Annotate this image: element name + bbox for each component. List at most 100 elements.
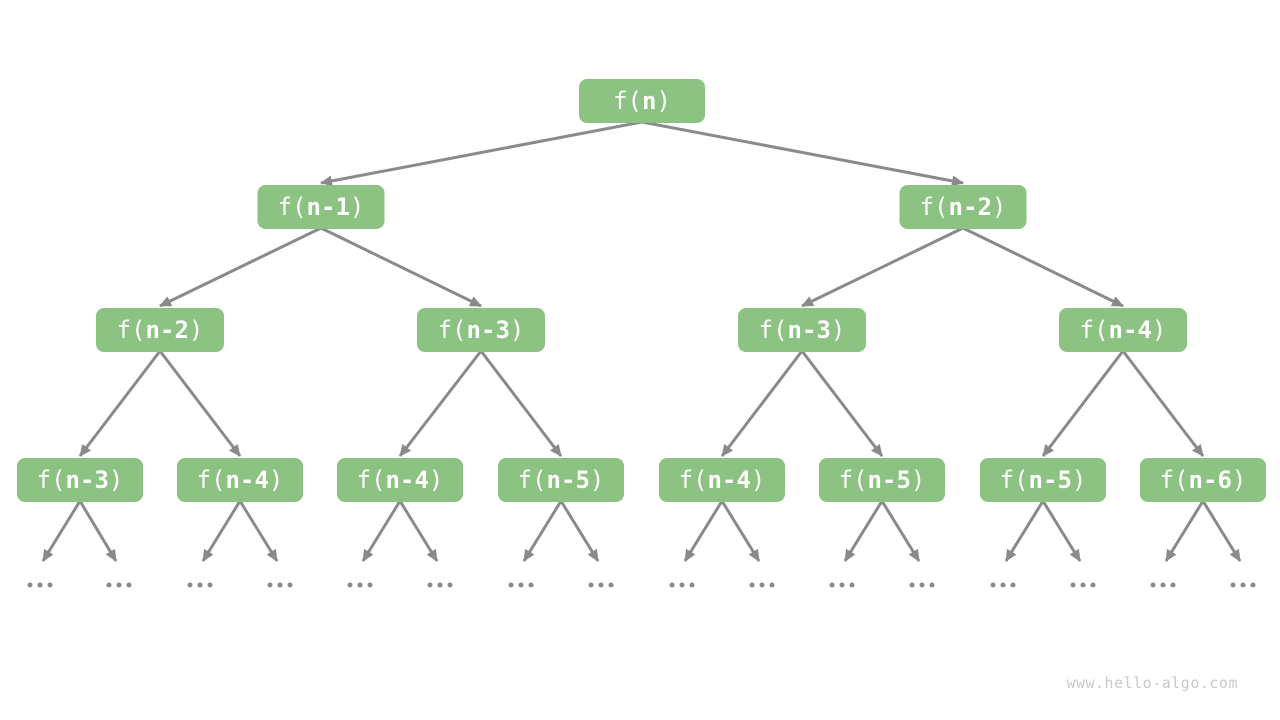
- node-label-prefix: f(: [196, 466, 226, 494]
- tree-edge-n0-n1: [320, 120, 643, 187]
- node-label-suffix: ): [108, 466, 124, 494]
- tree-node-n9: f(n-4): [337, 458, 463, 502]
- node-label-suffix: ): [1071, 466, 1087, 494]
- ellipsis-dot: [347, 582, 353, 588]
- ellipsis-leaf-l5: [427, 582, 453, 588]
- node-label-suffix: ): [830, 316, 846, 344]
- tree-edge-n12-l10: [843, 500, 884, 562]
- ellipsis-dot: [669, 582, 675, 588]
- node-label-arg: n-4: [1108, 316, 1152, 344]
- node-label-arg: n-4: [707, 466, 751, 494]
- ellipsis-dot: [829, 582, 835, 588]
- tree-node-n10: f(n-5): [498, 458, 624, 502]
- tree-edge-n12-l11: [880, 500, 921, 562]
- tree-edge-n4-n10: [479, 350, 563, 457]
- node-label-prefix: f(: [517, 466, 547, 494]
- ellipsis-dot: [447, 582, 453, 588]
- ellipsis-dot: [116, 582, 122, 588]
- ellipsis-dot: [1010, 582, 1016, 588]
- tree-edge-n2-n6: [962, 226, 1124, 308]
- tree-edge-n6-n13: [1041, 350, 1125, 457]
- ellipsis-dot: [689, 582, 695, 588]
- node-label-arg: n-1: [306, 193, 350, 221]
- ellipsis-dot: [267, 582, 273, 588]
- ellipsis-dot: [1240, 582, 1246, 588]
- ellipsis-leaf-l3: [267, 582, 293, 588]
- tree-node-n0: f(n): [579, 79, 705, 123]
- ellipsis-leaf-l2: [187, 582, 213, 588]
- node-label-arg: n-3: [787, 316, 831, 344]
- ellipsis-leaf-l4: [347, 582, 373, 588]
- ellipsis-leaf-l1: [106, 582, 132, 588]
- ellipsis-dot: [528, 582, 534, 588]
- ellipsis-leaf-l13: [1070, 582, 1096, 588]
- tree-edge-n11-l9: [720, 500, 761, 562]
- tree-edge-n8-l3: [238, 500, 279, 562]
- ellipsis-leaf-l12: [990, 582, 1016, 588]
- tree-edge-n13-l13: [1041, 500, 1082, 562]
- tree-edge-n0-n2: [641, 120, 964, 187]
- node-label-arg: n-6: [1188, 466, 1232, 494]
- node-label-prefix: f(: [613, 87, 642, 115]
- tree-node-n1: f(n-1): [257, 185, 385, 229]
- tree-node-n14: f(n-6): [1140, 458, 1266, 502]
- ellipsis-dot: [518, 582, 524, 588]
- tree-node-n5: f(n-3): [738, 308, 866, 352]
- node-label-prefix: f(: [999, 466, 1029, 494]
- ellipsis-dot: [1080, 582, 1086, 588]
- ellipsis-dot: [849, 582, 855, 588]
- tree-edge-n9-l4: [361, 500, 402, 562]
- ellipsis-dot: [126, 582, 132, 588]
- ellipsis-dot: [357, 582, 363, 588]
- node-label-suffix: ): [428, 466, 444, 494]
- ellipsis-dot: [106, 582, 112, 588]
- ellipsis-dot: [508, 582, 514, 588]
- tree-node-n8: f(n-4): [177, 458, 303, 502]
- ellipsis-dot: [437, 582, 443, 588]
- tree-edge-n6-n14: [1121, 350, 1205, 457]
- ellipsis-dot: [1160, 582, 1166, 588]
- node-label-arg: n-3: [65, 466, 109, 494]
- tree-node-n7: f(n-3): [17, 458, 143, 502]
- tree-edge-n14-l14: [1164, 500, 1205, 562]
- node-label-prefix: f(: [838, 466, 868, 494]
- tree-edge-n13-l12: [1004, 500, 1045, 562]
- tree-edge-n1-n4: [320, 226, 482, 308]
- ellipsis-dot: [1070, 582, 1076, 588]
- node-label-suffix: ): [910, 466, 926, 494]
- tree-node-n4: f(n-3): [417, 308, 545, 352]
- tree-edge-n5-n12: [800, 350, 884, 457]
- node-label-suffix: ): [188, 316, 204, 344]
- tree-edge-n7-l1: [78, 500, 118, 562]
- tree-edge-n7-l0: [41, 500, 82, 562]
- node-label-suffix: ): [349, 193, 365, 221]
- node-label-arg: n-3: [466, 316, 510, 344]
- node-label-prefix: f(: [116, 316, 146, 344]
- tree-edge-n8-l2: [201, 500, 242, 562]
- ellipsis-dot: [277, 582, 283, 588]
- tree-edge-n10-l6: [522, 500, 563, 562]
- tree-edge-n5-n11: [720, 350, 804, 457]
- ellipsis-dot: [588, 582, 594, 588]
- node-label-suffix: ): [589, 466, 605, 494]
- tree-edge-n1-n3: [159, 226, 322, 308]
- node-label-arg: n-2: [948, 193, 992, 221]
- node-label-arg: n-2: [145, 316, 189, 344]
- tree-edge-n9-l5: [398, 500, 439, 562]
- node-label-prefix: f(: [1079, 316, 1109, 344]
- ellipsis-leaf-l11: [909, 582, 935, 588]
- ellipsis-dot: [769, 582, 775, 588]
- ellipsis-leaf-l9: [749, 582, 775, 588]
- node-label-suffix: ): [656, 87, 671, 115]
- node-label-suffix: ): [509, 316, 525, 344]
- ellipsis-dot: [759, 582, 765, 588]
- tree-edge-n2-n5: [801, 226, 964, 308]
- tree-edge-n4-n9: [398, 350, 483, 457]
- ellipsis-dot: [839, 582, 845, 588]
- tree-node-n6: f(n-4): [1059, 308, 1187, 352]
- ellipsis-dot: [1230, 582, 1236, 588]
- node-label-prefix: f(: [678, 466, 708, 494]
